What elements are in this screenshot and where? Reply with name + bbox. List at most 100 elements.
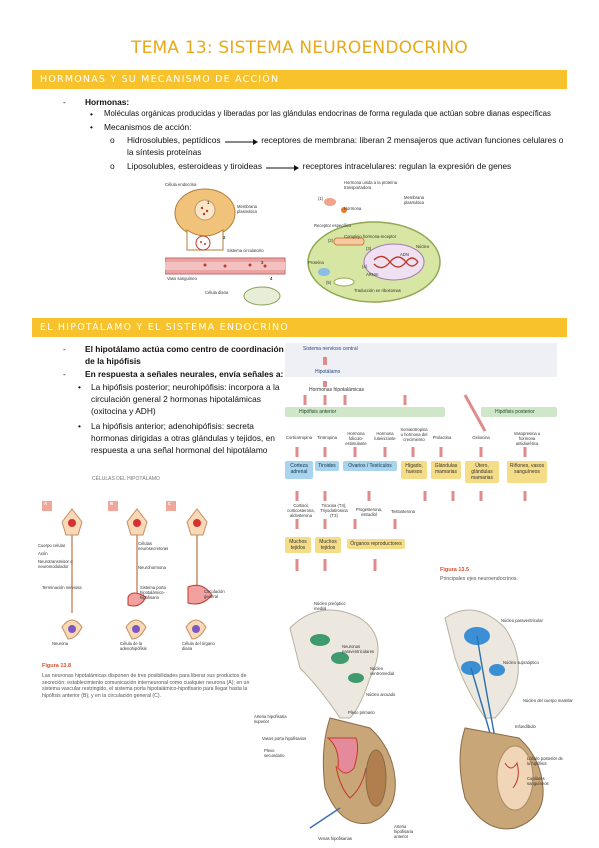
- label-hormone-bound: Hormona unida a la proteína transportado…: [344, 180, 398, 190]
- cells-axon: Axón: [38, 551, 48, 556]
- axes-hypothalamus: Hipotálamo: [315, 369, 341, 375]
- bullet-circle: o: [110, 161, 115, 171]
- label-blood-vessel: Vaso sanguíneo: [167, 276, 197, 281]
- axes-arrows: [285, 343, 557, 571]
- mechanism-hydrosoluble: Hidrosolubles, peptídicos receptores de …: [127, 134, 572, 158]
- figure-neuroendocrine-axes: Sistema nervioso central Hipotálamo Horm…: [285, 343, 557, 588]
- label-plasma-membrane: Membrana plasmática: [237, 204, 258, 214]
- step-number: 3: [261, 260, 264, 265]
- axes-hormone: Hormona luteinizante: [374, 431, 396, 441]
- cells-terminal: Terminación nerviosa: [42, 585, 82, 590]
- section-heading-hipotalamo: EL HIPOTÁLAMO Y EL SISTEMA ENDOCRINO: [32, 318, 567, 337]
- axes-hormone: Vasopresina u hormona antidiurética: [513, 431, 541, 446]
- pituitary-portal-illustration: [289, 609, 396, 829]
- hipofisis-posterior-desc: La hipófisis posterior; neurohipófisis: …: [91, 382, 280, 416]
- axes-target-tissue: Glándulas mamarias: [431, 461, 461, 479]
- label-dna: ADN: [400, 252, 409, 257]
- pit2-label: Capilares sanguíneos: [527, 776, 549, 786]
- cells-neurohormone: Neurohormona: [138, 565, 166, 570]
- pit1-label: Vasos porta hipofisarios: [262, 736, 307, 741]
- arrow-icon: [223, 137, 259, 145]
- cells-figure-caption: Las neuronas hipotalámicas disponen de t…: [42, 673, 250, 699]
- label-protein: Proteína: [308, 260, 324, 265]
- pit1-label: Plexo primario: [348, 710, 375, 715]
- pit2-label: Núcleo supraóptico: [503, 660, 539, 665]
- hormonas-label: Hormonas:: [85, 97, 130, 107]
- pituitary-posterior-illustration: [444, 609, 544, 830]
- cells-neurotransmitter: Neurotransmisor o neuromodulador: [38, 559, 73, 569]
- label-translation: Traducción en ribosomas: [354, 288, 401, 293]
- axes-hormone: Somatotropina u hormona del crecimiento: [400, 427, 428, 442]
- axes-effect: Muchos tejidos: [285, 537, 311, 553]
- pit2-label: Infundíbulo: [515, 724, 536, 729]
- axes-hormone: Oxitocina: [472, 435, 490, 440]
- axes-hormone: Hormona foliculo-estimulante: [345, 431, 367, 446]
- label-specific-receptor: Receptor específico: [314, 223, 352, 228]
- cells-neuron: Neurona: [52, 641, 69, 646]
- pit1-label: Plexo secundario: [264, 748, 285, 758]
- cells-label-c: C: [168, 501, 172, 506]
- cells-neurosecretory: Células neurosecretoras: [138, 541, 169, 551]
- bullet-dash: -: [63, 97, 66, 107]
- figure-intracellular-receptor: Hormona unida a la proteína transportado…: [304, 180, 444, 305]
- page-title: TEMA 13: SISTEMA NEUROENDOCRINO: [130, 38, 469, 58]
- hipotalamo-item2: En respuesta a señales neurales, envía s…: [85, 369, 284, 379]
- step-number: (1): [318, 196, 324, 201]
- step-number: 4: [270, 276, 273, 281]
- axes-product: Cortisol, corticosterona, aldosterona: [287, 503, 315, 518]
- figure-endocrine-secretion: Célula endocrina Membrana plasmática Sis…: [164, 180, 290, 310]
- bullet-dot: •: [90, 122, 93, 132]
- axes-product: Tiroxina (T4), Triyodotironina (T3): [320, 503, 348, 518]
- axes-hormone: Prolactina: [432, 435, 452, 440]
- cells-label-a: A: [44, 501, 48, 506]
- label-endocrine-cell: Célula endocrina: [165, 182, 197, 187]
- axes-figure-label: Figura 13.5: [440, 567, 470, 573]
- bullet-dot: •: [78, 382, 81, 392]
- cells-adeno-cell: Célula de la adenohipófisis: [120, 641, 147, 651]
- axes-hyp-hormones: Hormonas hipotalámicas: [309, 387, 365, 393]
- pit1-label: Venas hipofisarias: [318, 836, 352, 841]
- label-hormone: Hormona: [344, 206, 362, 211]
- bullet-dot: •: [78, 421, 81, 431]
- axes-hormone: Tirotropina: [317, 435, 337, 440]
- bullet-circle: o: [110, 135, 115, 145]
- mecanismos-label: Mecanismos de acción:: [104, 122, 192, 132]
- pit2-label: Núcleo paraventricular: [501, 618, 543, 623]
- figure-pituitary-posterior: Núcleo paraventricular Núcleo supraóptic…: [435, 598, 575, 843]
- label-complex: Complejo hormona-receptor: [344, 234, 397, 239]
- cells-label-b: B: [110, 501, 114, 506]
- hypothalamic-cells-illustration: [42, 477, 267, 652]
- label-nucleus: Núcleo: [416, 244, 430, 249]
- axes-target-tissue: Hígado, huesos: [401, 461, 427, 479]
- hormonas-definition: Moléculas orgánicas producidas y liberad…: [104, 109, 551, 118]
- axes-product: Testosterona: [391, 509, 415, 514]
- cells-header: CÉLULAS DEL HIPOTÁLAMO: [92, 476, 160, 482]
- step-number: (4): [362, 264, 368, 269]
- cells-portal-system: Sistema porta hipotalámico-hipofisario: [140, 585, 166, 600]
- pit2-label: Núcleo del cuerpo mamilar: [523, 698, 573, 703]
- step-number: (3): [366, 246, 372, 251]
- label-target-cell: Célula diana: [205, 290, 229, 295]
- mechanism-liposoluble-desc: receptores intracelulares: regulan la ex…: [302, 161, 512, 171]
- axes-target-gland: Tiroides: [315, 461, 339, 471]
- bullet-dash: -: [63, 369, 66, 379]
- axes-anterior-pituitary: Hipófisis anterior: [285, 407, 445, 417]
- step-number: (5): [326, 280, 332, 285]
- cells-figure-label: Figura 13.8: [42, 663, 72, 669]
- section-heading-hormonas: HORMONAS Y SU MECANISMO DE ACCIÓN: [32, 70, 567, 89]
- hipofisis-anterior-desc: La hipófisis anterior; adenohipófisis: s…: [91, 421, 275, 455]
- pit1-label: Neuronas paraventriculares: [342, 644, 375, 654]
- cells-organ-cell: Célula del órgano diana: [182, 641, 215, 651]
- axes-target-tissue: Riñones, vasos sanguíneos: [507, 461, 547, 483]
- axes-effect: Muchos tejidos: [315, 537, 341, 553]
- mechanism-liposoluble: Liposolubles, esteroideas y tiroideas re…: [127, 160, 572, 172]
- step-number: (2): [328, 238, 334, 243]
- label-plasma-membrane-2: Membrana plasmática: [404, 195, 425, 205]
- axes-figure-caption: Principales ejes neuroendocrinos.: [440, 576, 518, 582]
- pit1-label: Núcleo preóptico medial: [314, 601, 346, 611]
- axes-target-tissue: Útero, glándulas mamarias: [465, 461, 499, 483]
- step-number: 1: [207, 200, 210, 205]
- arrow-icon: [264, 163, 300, 171]
- mechanism-hydrosoluble-type: Hidrosolubles, peptídicos: [127, 135, 221, 145]
- figure-pituitary-portal: Núcleo preóptico medial Neuronas paraven…: [254, 598, 420, 843]
